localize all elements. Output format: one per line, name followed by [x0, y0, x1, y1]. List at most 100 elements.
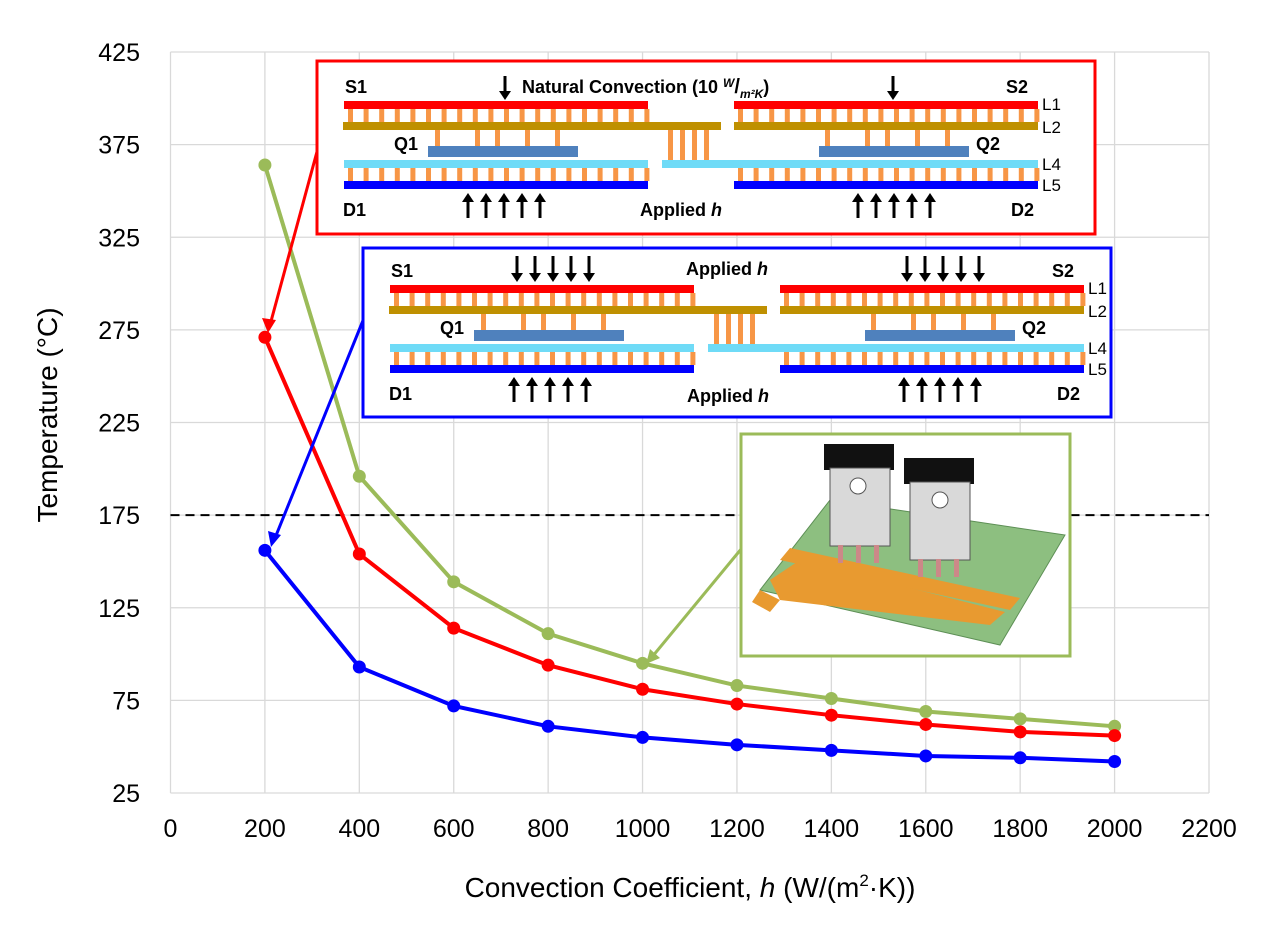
data-point	[258, 543, 272, 557]
heat-down-arrow-head	[547, 273, 559, 282]
via-pin	[1003, 168, 1009, 181]
via-pin	[495, 130, 500, 147]
label-q1: Q1	[394, 134, 418, 154]
via-pin	[799, 352, 805, 365]
via-pin	[504, 168, 509, 181]
via-pin	[878, 109, 884, 122]
via-pin	[846, 352, 852, 365]
title-part: m²K	[740, 87, 765, 101]
green-arrow-head	[646, 649, 660, 664]
data-point	[730, 679, 744, 693]
data-point	[919, 749, 933, 763]
via-pin	[613, 109, 619, 122]
y-axis-label: Temperature (°C)	[32, 307, 63, 522]
natural-convection-label: Natural Convection (10 W/m²K)	[522, 76, 769, 101]
via-pin	[1080, 293, 1086, 306]
via-pin	[582, 109, 587, 122]
via-pin	[456, 352, 462, 365]
applied-h-label: Applied h	[687, 386, 769, 406]
via-pin	[784, 168, 790, 181]
label-l1: L1	[1042, 95, 1061, 114]
via-pin	[692, 130, 697, 160]
label-d2: D2	[1011, 200, 1034, 220]
via-pin	[871, 314, 876, 331]
busbar-tab	[752, 590, 780, 612]
via-pin	[738, 314, 743, 344]
via-pin	[1003, 109, 1009, 122]
via-pin	[535, 109, 541, 122]
chip-q1	[474, 330, 624, 341]
applied-h-label: Applied h	[686, 259, 768, 279]
heat-up-arrow-head	[544, 377, 556, 386]
via-pin	[541, 314, 546, 331]
via-pin	[674, 352, 680, 365]
via-pin	[565, 293, 571, 306]
title-part: Natural Convection (10	[522, 77, 723, 97]
via-pin	[894, 168, 899, 181]
series-line	[263, 549, 1115, 764]
data-point	[730, 697, 744, 711]
via-pin	[525, 130, 530, 147]
via-pin	[956, 168, 962, 181]
via-pin	[924, 293, 930, 306]
via-pin	[534, 352, 540, 365]
via-pin	[878, 168, 884, 181]
via-pin	[597, 168, 603, 181]
via-pin	[519, 109, 525, 122]
label-l4: L4	[1088, 339, 1107, 358]
via-pin	[441, 109, 447, 122]
via-pin	[472, 168, 478, 181]
data-point	[258, 158, 272, 172]
via-pin	[753, 168, 759, 181]
heat-down-arrow-head	[937, 273, 949, 282]
via-pin	[475, 130, 480, 147]
via-pin	[885, 130, 890, 147]
x-tick-label: 1400	[804, 815, 860, 843]
heat-down-arrow-head	[955, 273, 967, 282]
label-l5: L5	[1088, 360, 1107, 379]
y-tick-label: 325	[98, 224, 140, 252]
via-pin	[550, 352, 555, 365]
via-pin	[800, 168, 806, 181]
label-l2: L2	[1088, 302, 1107, 321]
data-point	[824, 692, 838, 706]
via-pin	[1018, 352, 1023, 365]
via-pin	[1002, 352, 1008, 365]
heat-up-arrow-head	[952, 377, 964, 386]
via-pin	[550, 168, 556, 181]
via-pin	[769, 168, 775, 181]
via-pin	[940, 293, 945, 306]
layer-l2-left	[343, 122, 721, 130]
via-pin	[865, 130, 870, 147]
via-pin	[986, 293, 992, 306]
via-pin	[940, 352, 945, 365]
via-pin	[1049, 293, 1055, 306]
via-pin	[925, 109, 931, 122]
y-tick-label: 275	[98, 317, 140, 345]
x-tick-label: 1000	[615, 815, 671, 843]
via-pin	[909, 168, 915, 181]
heat-down-arrow-head	[901, 273, 913, 282]
y-tick-label: 125	[98, 595, 140, 623]
layer-l1-s2	[780, 285, 1084, 293]
via-pin	[457, 109, 463, 122]
label-l5: L5	[1042, 176, 1061, 195]
via-pin	[784, 109, 790, 122]
green-callout-arrow	[650, 547, 744, 658]
via-pin	[472, 109, 478, 122]
blue-arrow-head	[268, 531, 281, 547]
via-pin	[830, 352, 836, 365]
series-blue	[258, 543, 1122, 769]
via-pin	[1034, 168, 1040, 181]
via-pin	[877, 352, 883, 365]
via-pin	[410, 168, 416, 181]
via-pin	[566, 168, 572, 181]
label-s2: S2	[1006, 77, 1028, 97]
via-pin	[628, 293, 633, 306]
via-pin	[488, 168, 494, 181]
data-point	[636, 730, 650, 744]
heat-up-arrow-head	[508, 377, 520, 386]
via-pin	[674, 293, 680, 306]
via-pin	[348, 168, 353, 181]
via-pin	[893, 293, 899, 306]
